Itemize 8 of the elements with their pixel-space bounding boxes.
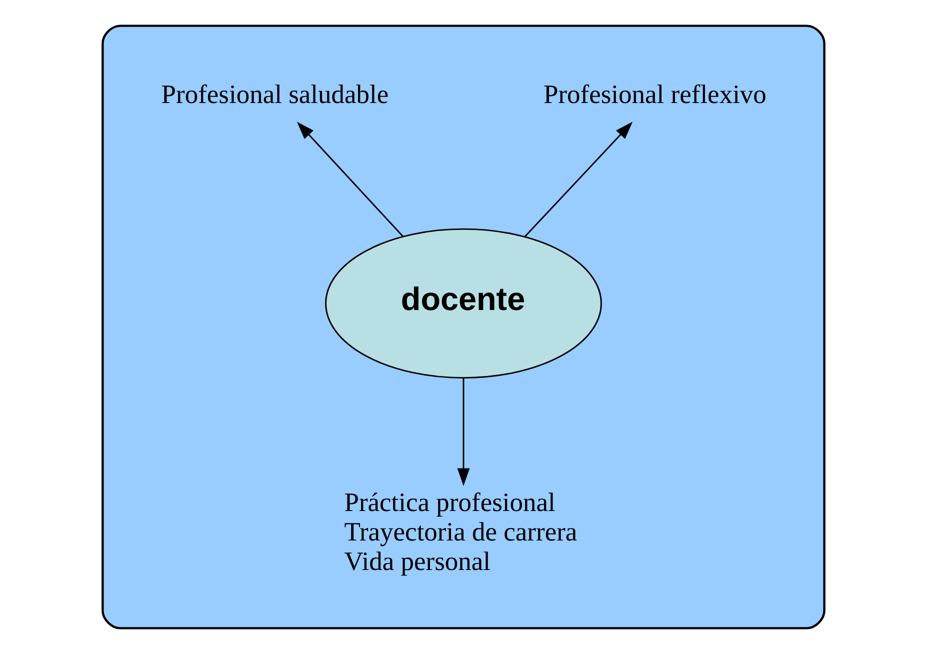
node-text: Profesional reflexivo: [543, 78, 766, 109]
node-text: Profesional saludable: [161, 78, 389, 109]
node-text: Práctica profesional Trayectoria de carrera Vida personal: [344, 486, 578, 576]
node-ellipse: docente: [325, 228, 602, 379]
arrow: [296, 122, 404, 237]
arrow: [524, 122, 633, 238]
cluster: [102, 24, 826, 630]
arrow: [457, 378, 470, 486]
